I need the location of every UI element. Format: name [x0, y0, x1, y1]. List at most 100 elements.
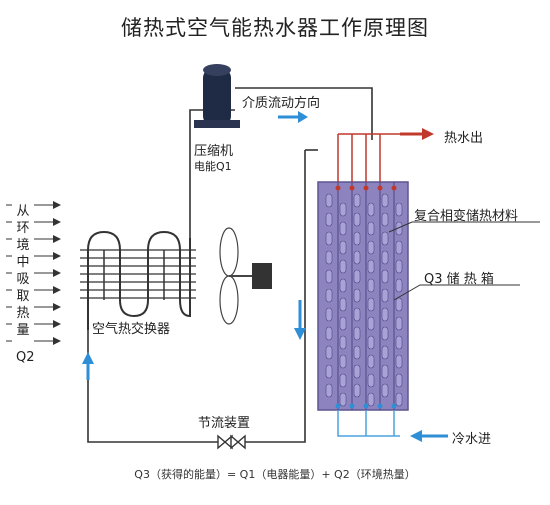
env-char: 热: [16, 306, 30, 321]
pipe-right-down: [245, 150, 306, 443]
tank-vertical-pipes: [335, 182, 397, 410]
heat-exchanger-coil: [87, 230, 191, 330]
tank-slot: [353, 269, 361, 284]
tank-slot: [381, 383, 389, 398]
env-char: 环: [16, 221, 30, 236]
tank-slot: [339, 202, 347, 217]
tank-slot: [367, 316, 375, 331]
cold-inlet-dot: [349, 403, 355, 409]
tank-slot: [395, 316, 403, 331]
tank-slot: [325, 326, 333, 341]
tank-slot: [381, 307, 389, 322]
tank-slot: [395, 373, 403, 388]
env-char: 吸: [16, 272, 30, 287]
cold-inlet-dot: [363, 403, 369, 409]
leader-lines: [388, 221, 540, 301]
tank-slot: [367, 278, 375, 293]
tank-slots: [325, 193, 403, 407]
tank-slot: [339, 278, 347, 293]
hot-outlet-dot: [363, 185, 369, 191]
tank-slot: [325, 231, 333, 246]
tank-slot: [325, 193, 333, 208]
tank-slot: [353, 383, 361, 398]
env-char: 从: [16, 204, 30, 219]
flow-arrow-left: [82, 352, 94, 380]
cold-water-arrow: [410, 430, 448, 442]
tank-slot: [381, 326, 389, 341]
hot-outlet-dot: [391, 185, 397, 191]
tank-slot: [325, 307, 333, 322]
diagram-title: 储热式空气能热水器工作原理图: [121, 16, 429, 40]
storage-tank: [317, 181, 409, 411]
cold-inlet-dot: [391, 403, 397, 409]
tank-slot: [325, 250, 333, 265]
hot-outlet-dot: [377, 185, 383, 191]
tank-slot: [367, 240, 375, 255]
hot-water-arrow: [400, 128, 434, 140]
tank-slot: [353, 193, 361, 208]
tank-slot: [339, 335, 347, 350]
hot-outlet-dot: [335, 185, 341, 191]
tank-slot: [325, 345, 333, 360]
flow-arrow-right: [294, 300, 306, 340]
tank-slot: [381, 364, 389, 379]
tank-slot: [353, 288, 361, 303]
flow-arrow-top: [278, 111, 308, 123]
tank-slot: [395, 278, 403, 293]
compressor: [194, 64, 240, 128]
tank-slot: [367, 392, 375, 407]
hot-outlet-dot: [349, 185, 355, 191]
tank-slot: [339, 221, 347, 236]
tank-slot: [353, 345, 361, 360]
tank-slot: [367, 221, 375, 236]
tank-slot: [325, 212, 333, 227]
medium-flow-label: 介质流动方向: [242, 96, 321, 111]
tank-slot: [395, 202, 403, 217]
tank-slot: [381, 288, 389, 303]
heat-exchanger-fins: [80, 249, 196, 299]
env-char: 取: [16, 289, 30, 304]
tank-slot: [367, 202, 375, 217]
tank-slot: [339, 354, 347, 369]
tank-slot: [395, 297, 403, 312]
environment-heat-arrows: [6, 201, 61, 345]
tank-slot: [395, 259, 403, 274]
tank-slot: [353, 326, 361, 341]
tank-slot: [353, 307, 361, 322]
tank-slot: [395, 240, 403, 255]
throttle-label: 节流装置: [198, 416, 251, 431]
cold-water-pipes: [337, 410, 400, 437]
tank-slot: [353, 212, 361, 227]
storage-tank-label: Q3 储 热 箱: [424, 272, 494, 287]
composite-material-label: 复合相变储热材料: [414, 209, 519, 224]
tank-slot: [339, 316, 347, 331]
tank-slot: [353, 364, 361, 379]
heat-exchanger-label: 空气热交换器: [92, 322, 171, 337]
tank-slot: [325, 364, 333, 379]
tank-slot: [353, 250, 361, 265]
tank-slot: [381, 193, 389, 208]
cold-water-in-label: 冷水进: [452, 432, 492, 447]
tank-slot: [353, 231, 361, 246]
tank-slot: [325, 383, 333, 398]
tank-slot: [367, 259, 375, 274]
electric-energy-label: 电能Q1: [194, 160, 232, 173]
tank-slot: [339, 373, 347, 388]
cold-inlet-dot: [377, 403, 383, 409]
tank-slot: [381, 250, 389, 265]
tank-slot: [367, 297, 375, 312]
tank-slot: [381, 212, 389, 227]
env-char: 量: [16, 323, 30, 338]
tank-slot: [339, 259, 347, 274]
tank-slot: [381, 231, 389, 246]
fan-icon: [219, 227, 272, 325]
tank-slot: [325, 269, 333, 284]
tank-slot: [381, 269, 389, 284]
tank-slot: [325, 288, 333, 303]
env-char: 中: [16, 255, 30, 270]
hot-water-pipes: [337, 133, 400, 182]
tank-slot: [395, 392, 403, 407]
hot-water-out-label: 热水出: [444, 131, 484, 146]
pipe-top: [235, 87, 373, 140]
